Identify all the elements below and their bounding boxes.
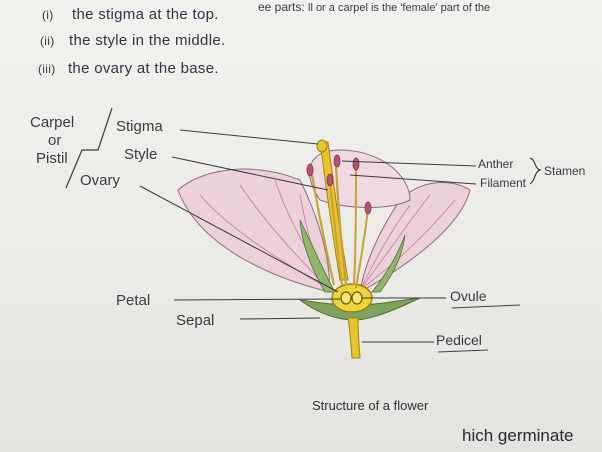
list-item: (iii) the ovary at the base. bbox=[38, 60, 219, 77]
stigma-pointer bbox=[179, 129, 319, 145]
ovule-underline bbox=[451, 304, 521, 309]
top-text-fragment-a: ee parts: bbox=[258, 0, 305, 14]
label-stigma: Stigma bbox=[116, 118, 163, 135]
label-stamen: Stamen bbox=[544, 164, 586, 178]
carpel-bracket bbox=[65, 107, 113, 189]
sepal-pointer bbox=[239, 317, 321, 320]
pedicel-underline bbox=[437, 349, 489, 353]
label-anther: Anther bbox=[478, 157, 514, 171]
label-style: Style bbox=[124, 146, 158, 163]
list-item: (i) the stigma at the top. bbox=[42, 6, 219, 23]
label-or: or bbox=[48, 132, 62, 149]
label-sepal: Sepal bbox=[176, 312, 215, 329]
sepal-left bbox=[299, 219, 336, 293]
ovary-pointer bbox=[139, 185, 339, 293]
sepal-right bbox=[371, 234, 406, 293]
stamen-brace bbox=[529, 157, 542, 185]
petal-right bbox=[359, 182, 471, 293]
list-item-text: the stigma at the top. bbox=[72, 6, 219, 23]
petal-veins bbox=[199, 179, 456, 291]
list-item-number: (ii) bbox=[40, 34, 55, 48]
pedicel-stalk bbox=[347, 317, 361, 359]
petal-pointer bbox=[173, 298, 341, 301]
list-item-text: the ovary at the base. bbox=[67, 60, 219, 77]
ovule-shape bbox=[340, 291, 352, 305]
pointer-lines bbox=[139, 129, 477, 343]
list-item-number: (i) bbox=[42, 8, 54, 22]
label-filament: Filament bbox=[480, 176, 527, 190]
label-pistil: Pistil bbox=[36, 150, 68, 167]
style-pointer bbox=[171, 156, 329, 191]
stamens bbox=[306, 154, 372, 289]
label-carpel: Carpel bbox=[30, 114, 75, 131]
label-pedicel: Pedicel bbox=[436, 332, 482, 348]
figure-caption: Structure of a flower bbox=[312, 398, 429, 413]
label-ovule: Ovule bbox=[450, 288, 487, 304]
stigma-shape bbox=[316, 139, 328, 153]
ovule-shape bbox=[351, 291, 363, 305]
list-item-number: (iii) bbox=[38, 62, 56, 76]
label-ovary: Ovary bbox=[80, 172, 121, 189]
top-text-fragment-b: ll or a carpel is the 'female' part of t… bbox=[308, 2, 491, 14]
petal-left bbox=[177, 168, 331, 293]
filament-pointer bbox=[349, 174, 477, 185]
label-petal: Petal bbox=[116, 292, 151, 309]
anther-pointer bbox=[341, 160, 477, 167]
bottom-text-fragment: hich germinate bbox=[462, 426, 574, 445]
list-item: (ii) the style in the middle. bbox=[40, 32, 225, 49]
list-item-text: the style in the middle. bbox=[69, 32, 226, 49]
